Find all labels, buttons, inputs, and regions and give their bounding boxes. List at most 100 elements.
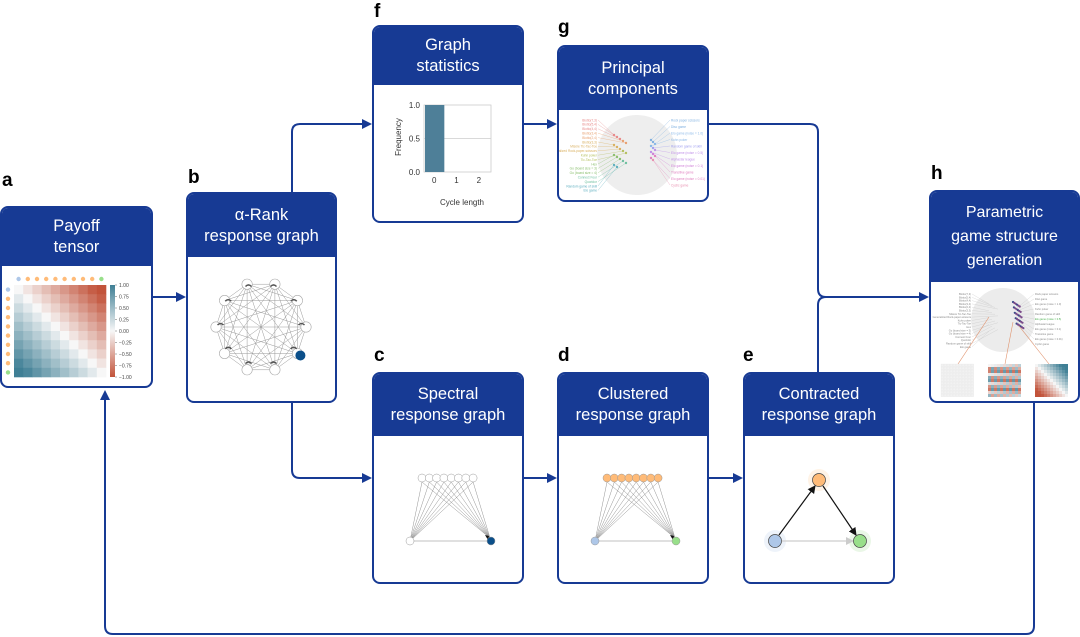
pca-leader-line <box>597 166 618 191</box>
graph-edge <box>594 481 630 542</box>
payoff-matrix-cell <box>955 369 959 373</box>
self-arrow <box>224 346 232 350</box>
payoff-matrix-cell <box>958 372 962 376</box>
payoff-matrix-cell <box>1038 388 1041 391</box>
param-left-label: Quoridor <box>961 338 971 342</box>
param-left-label: Generalized Rock-paper-scissors <box>933 315 972 319</box>
payoff-matrix-cell <box>940 390 944 394</box>
pca-point <box>649 138 653 142</box>
payoff-matrix-cell <box>1012 370 1015 373</box>
payoff-matrix-cell <box>1044 388 1047 391</box>
payoff-matrix-cell <box>1047 388 1050 391</box>
pca-point <box>651 146 655 150</box>
strategy-dot-top <box>90 276 95 282</box>
payoff-matrix-cell <box>1044 376 1047 379</box>
heatmap-cell <box>41 349 52 359</box>
strategy-dot-top <box>44 276 49 282</box>
payoff-matrix-cell <box>1059 394 1062 397</box>
payoff-matrix-cell <box>940 363 944 367</box>
payoff-matrix-cell <box>1012 367 1015 370</box>
param-left-label: Blotto(5,4) <box>959 295 971 299</box>
param-left-label: Blotto(2,4) <box>959 305 971 309</box>
payoff-matrix-cell <box>1053 388 1056 391</box>
payoff-matrix-cell <box>1062 385 1065 388</box>
leader-line <box>971 300 996 308</box>
heatmap-cell <box>32 321 42 332</box>
payoff-matrix-cell <box>967 372 971 376</box>
payoff-matrix-cell <box>1018 370 1021 373</box>
payoff-matrix-cell <box>1003 376 1006 379</box>
payoff-matrix-cell <box>1044 370 1047 373</box>
payoff-matrix-cell <box>967 366 971 370</box>
payoff-matrix-cell <box>1018 373 1021 376</box>
heatmap-cell <box>96 303 107 313</box>
pca-point <box>624 151 628 155</box>
payoff-matrix-cell <box>1053 376 1056 379</box>
panel-header: Contracted response graph <box>745 374 893 436</box>
payoff-matrix-cell <box>1009 376 1012 379</box>
panel-letter-h: h <box>931 163 943 184</box>
payoff-matrix-cell <box>991 388 994 391</box>
heatmap-cell <box>41 340 52 350</box>
pca-leader-line <box>597 146 618 148</box>
payoff-matrix-cell <box>997 370 1000 373</box>
graph-edge <box>224 284 248 354</box>
graph-edge <box>224 300 307 328</box>
heatmap-cell <box>32 285 42 295</box>
pca-left-label: Hex <box>591 162 597 166</box>
pca-leader-line <box>650 119 671 141</box>
payoff-matrix-cell <box>1000 379 1003 382</box>
payoff-matrix-cell <box>1056 382 1059 385</box>
graph-edge <box>636 481 676 539</box>
panel-principal-components: Principal components Blotto(7,3)Blotto(5… <box>557 45 709 202</box>
heatmap-cell <box>14 358 24 369</box>
pca-point <box>615 135 619 139</box>
payoff-matrix-cell <box>1006 379 1009 382</box>
panel-title-line: tensor <box>53 238 100 256</box>
payoff-matrix-cell <box>970 390 974 394</box>
y-tick-label: 0.5 <box>409 135 421 144</box>
payoff-matrix-cell <box>955 372 959 376</box>
graph-edge <box>436 481 491 539</box>
graph-edge <box>594 481 615 542</box>
graph-edge <box>224 283 275 301</box>
heatmap-cell <box>87 321 98 332</box>
heatmap-cell <box>41 312 52 323</box>
payoff-matrix-cell <box>1041 364 1044 367</box>
heatmap-cell <box>87 349 98 359</box>
heatmap-cell <box>60 294 70 304</box>
payoff-matrix-cell <box>1044 367 1047 370</box>
payoff-matrix-cell <box>952 378 956 382</box>
payoff-matrix-cell <box>970 378 974 382</box>
pca-left-label: Random game of skill <box>566 184 597 188</box>
pca-leader-line <box>650 151 671 160</box>
payoff-matrix-cell <box>1047 376 1050 379</box>
payoff-matrix-cell <box>949 378 953 382</box>
payoff-matrix-cell <box>1059 370 1062 373</box>
heatmap-cell <box>14 294 24 304</box>
payoff-matrix-cell <box>994 373 997 376</box>
pca-point <box>615 145 619 149</box>
payoff-matrix-cell <box>958 390 962 394</box>
panel-title-line: Clustered <box>597 385 669 403</box>
payoff-matrix-cell <box>1003 370 1006 373</box>
graph-edge <box>224 300 276 370</box>
pca-left-label: Go (board size = 4) <box>570 171 597 175</box>
payoff-matrix-cell <box>964 369 968 373</box>
payoff-matrix-cell <box>994 382 997 385</box>
graph-edge <box>657 481 676 539</box>
panel-spectral-graph: Spectral response graph <box>372 372 524 584</box>
payoff-matrix-cell <box>1041 385 1044 388</box>
payoff-matrix-cell <box>1056 385 1059 388</box>
leader-line <box>971 320 996 328</box>
panel-header: Graph statistics <box>374 27 522 85</box>
strategy-dot-top <box>80 276 86 282</box>
param-right-label: Transitive game <box>1035 332 1054 336</box>
payoff-matrix-cell <box>952 375 956 379</box>
payoff-matrix-cell <box>1009 391 1012 394</box>
heatmap-cell <box>78 312 88 323</box>
graph-node-top <box>631 473 641 483</box>
payoff-matrix-cell <box>961 390 965 394</box>
pca-point <box>612 143 616 147</box>
heatmap-cell <box>50 303 61 313</box>
